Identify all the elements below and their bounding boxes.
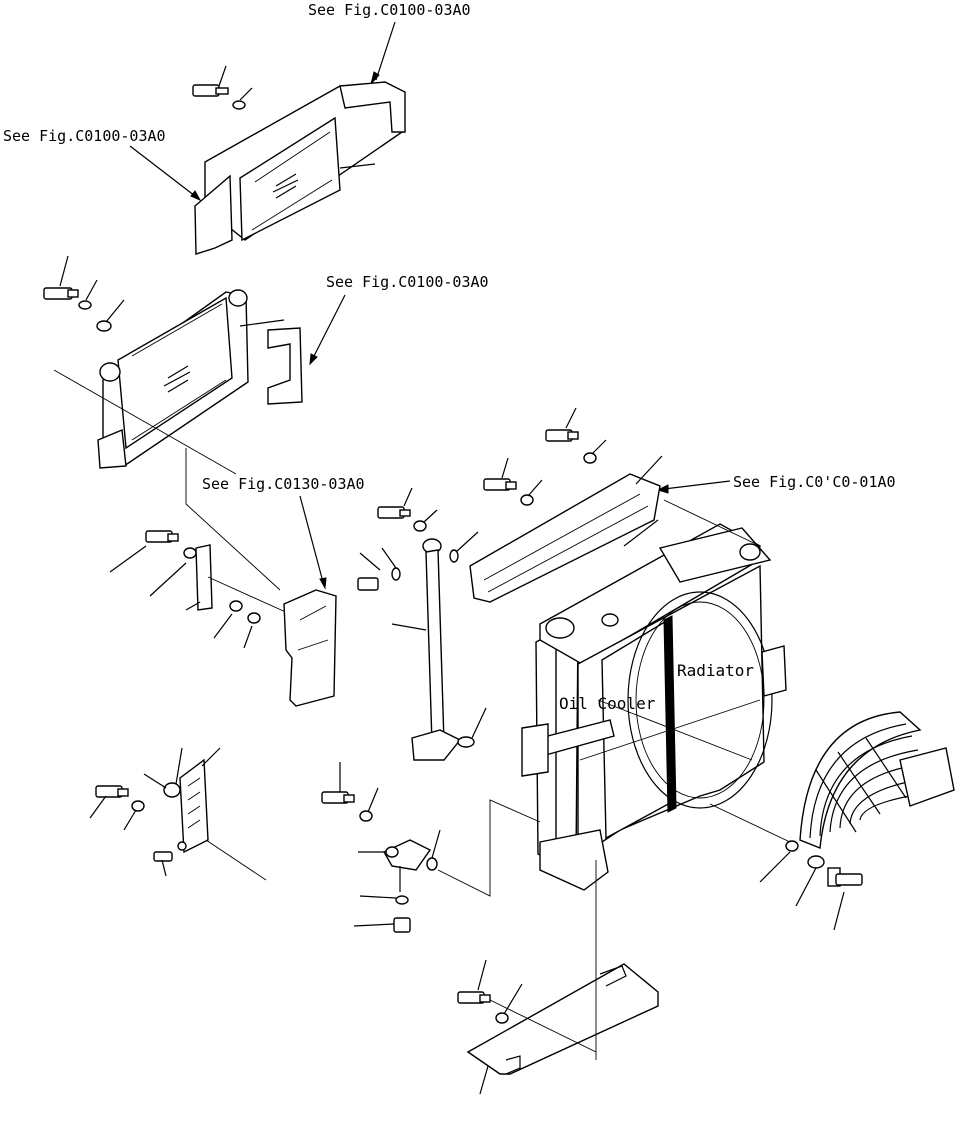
oil-cooler-label: Oil Cooler xyxy=(559,694,656,713)
radiator-frame[interactable]: Radiator Oil Cooler xyxy=(521,523,787,891)
reference-label-top: See Fig.C0100-03A0 xyxy=(308,1,471,19)
reference-arrows xyxy=(129,21,731,590)
middle-cooler-unit xyxy=(43,255,303,475)
lower-left-bracket xyxy=(89,747,267,881)
lower-center-bracket xyxy=(321,762,541,933)
upper-frame-brace xyxy=(469,407,761,603)
radiator-label: Radiator xyxy=(677,661,754,680)
reference-label-upper-left: See Fig.C0100-03A0 xyxy=(3,127,166,145)
stay-rod-assembly xyxy=(357,487,487,761)
left-bracket-hardware xyxy=(109,448,337,707)
reference-label-frame: See Fig.C0'C0-01A0 xyxy=(733,473,896,491)
reference-label-bracket: See Fig.C0130-03A0 xyxy=(202,475,365,493)
reference-label-mid-right: See Fig.C0100-03A0 xyxy=(326,273,489,291)
upper-condenser-assembly xyxy=(192,65,406,255)
fan-guard[interactable] xyxy=(709,711,955,931)
bottom-cover-plate xyxy=(457,860,659,1095)
